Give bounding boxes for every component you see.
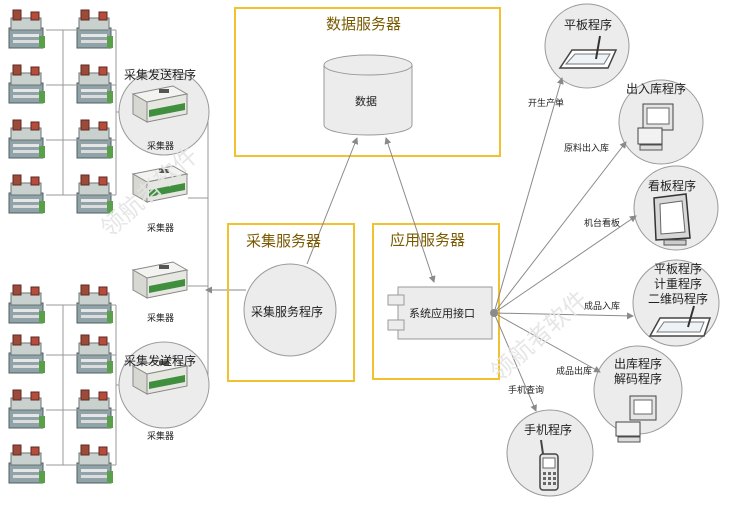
edge-label-product-outbound: 成品出库: [556, 367, 593, 377]
loom-machine-icon: [76, 334, 113, 374]
database-label: 数据: [355, 95, 377, 108]
loom-machine-icon: [8, 284, 45, 324]
collector-label-4: 采集器: [147, 432, 175, 442]
loom-machine-icon: [8, 119, 45, 159]
collector-program-top: 采集发送程序: [124, 68, 197, 82]
collect-program-circle: [243, 263, 337, 357]
edge-label-machine-board: 机台看板: [584, 219, 621, 229]
client-links: [493, 77, 637, 412]
collector-label-2: 采集器: [147, 224, 175, 234]
tablet-icon: [558, 35, 618, 69]
collector-device-icon: [131, 357, 189, 395]
collector-label-3: 采集器: [147, 314, 175, 324]
desktop-pc-icon: [637, 103, 674, 151]
tablet-scale-icon: [648, 305, 712, 337]
client-label-mobile: 手机程序: [524, 423, 573, 437]
edge-label-mobile-query: 手机查询: [508, 386, 545, 396]
link-db-to-app: [384, 137, 436, 283]
loom-machine-icon: [8, 9, 45, 49]
link-collect-to-db: [306, 137, 359, 265]
collector-program-bottom: 采集发送程序: [124, 354, 197, 368]
data-server-box: [234, 7, 501, 157]
collector-label-1: 采集器: [147, 142, 175, 152]
loom-machine-icon: [8, 334, 45, 374]
edge-label-production-order: 开生产单: [528, 99, 565, 109]
loom-machine-icon: [76, 444, 113, 484]
loom-machine-icon: [76, 174, 113, 214]
system-interface-label: 系统应用接口: [409, 307, 475, 320]
interface-hub: [490, 309, 498, 317]
data-server-title: 数据服务器: [326, 15, 402, 33]
client-label-outbound-decode: 出库程序 解码程序: [614, 357, 663, 386]
loom-machine-icon: [8, 174, 45, 214]
loom-machine-icon: [8, 64, 45, 104]
loom-machine-icon: [76, 64, 113, 104]
loom-machines: [8, 9, 113, 484]
loom-machine-icon: [76, 119, 113, 159]
collector-device-icon: [131, 261, 189, 299]
database-cylinder: [323, 54, 413, 136]
monitor-icon: [653, 193, 691, 246]
client-label-board: 看板程序: [648, 179, 697, 193]
app-server-title: 应用服务器: [390, 231, 466, 249]
loom-machine-icon: [8, 389, 45, 429]
app-server-box: [372, 223, 500, 380]
collector-device-icon: [131, 85, 189, 123]
system-interface-component: [387, 286, 493, 340]
loom-machine-icon: [76, 284, 113, 324]
loom-machine-icon: [76, 9, 113, 49]
edge-label-product-inbound: 成品入库: [584, 302, 621, 312]
client-label-inout: 出入库程序: [626, 82, 687, 96]
desktop-pc-icon-2: [615, 395, 657, 443]
collector-device-icon: [131, 165, 189, 203]
mobile-phone-icon: [539, 439, 559, 491]
loom-machine-icon: [8, 444, 45, 484]
collect-server-title: 采集服务器: [246, 232, 322, 250]
client-label-tablet-weight-qr: 平板程序 计重程序 二维码程序: [648, 262, 709, 306]
collect-server-box: [227, 223, 355, 382]
collect-program-label: 采集服务程序: [251, 305, 324, 319]
client-label-tablet: 平板程序: [564, 18, 613, 32]
edge-label-material-inout: 原料出入库: [564, 144, 610, 154]
collector-devices: [131, 85, 189, 395]
loom-machine-icon: [76, 389, 113, 429]
